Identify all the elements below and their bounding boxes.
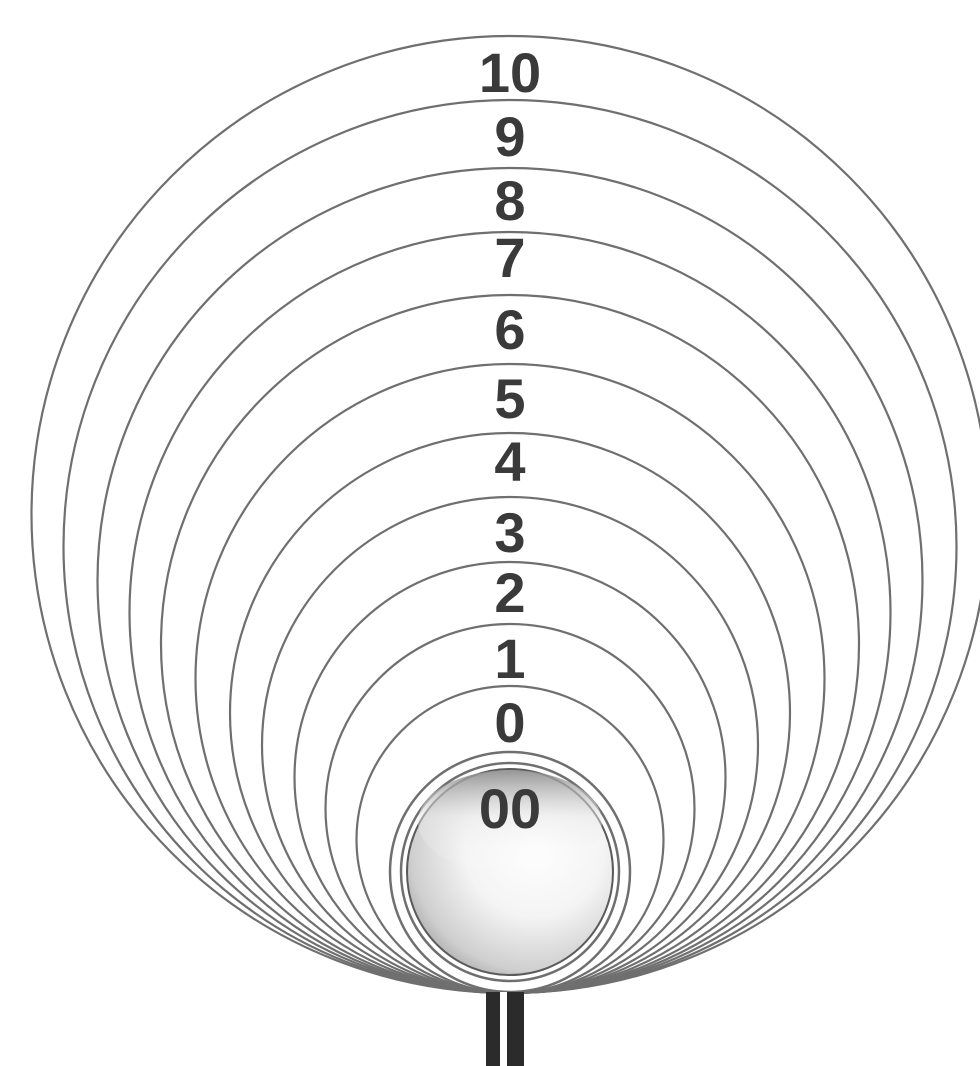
size-label-10: 10 [479,41,541,104]
mirror-handle [486,992,524,1066]
size-label-6: 6 [494,298,525,361]
size-label-5: 5 [494,367,525,430]
size-label-2: 2 [494,561,525,624]
size-label-9: 9 [494,105,525,168]
size-label-8: 8 [494,169,525,232]
size-label-3: 3 [494,501,525,564]
handle-shine [500,992,507,1066]
size-label-0: 0 [494,691,525,754]
size-label-4: 4 [494,430,525,493]
size-label-7: 7 [494,226,525,289]
size-label-00: 00 [479,777,541,840]
size-label-1: 1 [494,627,525,690]
